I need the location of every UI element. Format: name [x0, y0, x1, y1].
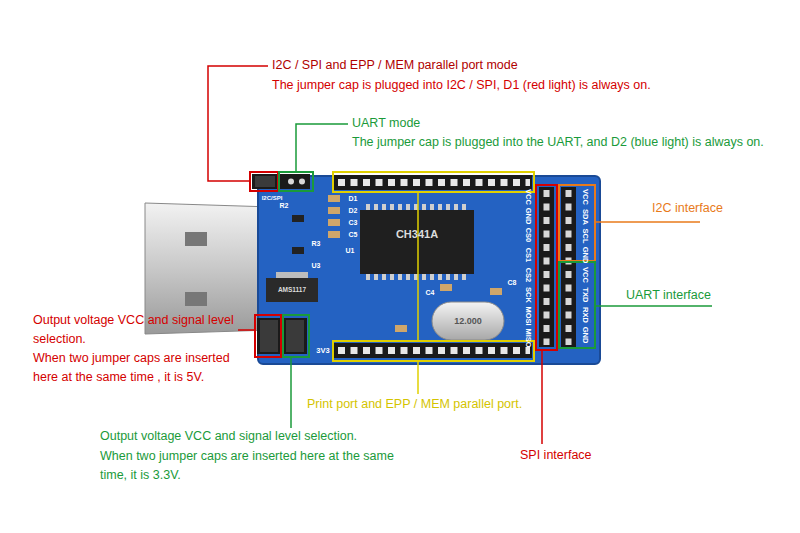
header-pins	[566, 190, 572, 345]
highlight-frame	[559, 262, 595, 348]
pin-name: MOSI	[524, 306, 532, 325]
pin-name: GND	[524, 208, 532, 225]
leader-line	[541, 350, 543, 444]
pin-name: SCK	[524, 287, 532, 303]
ch341a-chip	[360, 210, 474, 274]
pin-header	[334, 175, 532, 190]
pin-name: VCC	[581, 267, 589, 283]
silkscreen-label: D2	[349, 207, 358, 214]
silkscreen-label: D1	[349, 195, 358, 202]
annotation-text: Output voltage VCC and signal level sele…	[33, 311, 245, 350]
pin-header	[561, 187, 576, 347]
annotation-text: Print port and EPP / MEM parallel port.	[307, 395, 522, 414]
jumper-header	[252, 174, 310, 189]
annotation-text: When two jumper caps are inserted here a…	[100, 447, 400, 486]
annotation-text: Output voltage VCC and signal level sele…	[100, 427, 357, 446]
jumper-cap	[260, 320, 278, 352]
pin-name: VCC	[524, 189, 532, 205]
annotation-text: When two jumper caps are inserted here a…	[33, 349, 248, 388]
silkscreen-label: R3	[312, 240, 321, 247]
pin-name: CS0	[524, 228, 532, 243]
highlight-frame	[559, 185, 595, 261]
smd-part	[395, 325, 407, 332]
chip-marking: CH341A	[396, 229, 438, 240]
pin-name: TXD	[581, 288, 589, 303]
regulator-tab	[276, 272, 308, 278]
pin-header	[539, 187, 554, 347]
silkscreen-label: C4	[426, 289, 435, 296]
leader-line	[595, 221, 700, 223]
silkscreen-label: I2C/SPI	[262, 195, 283, 201]
pin-name: CS2	[524, 268, 532, 283]
smd-part	[490, 288, 502, 295]
leader-line	[296, 124, 348, 172]
smd-part	[292, 215, 304, 222]
highlight-frame	[536, 185, 557, 350]
jumper-pin	[288, 179, 294, 185]
silkscreen-label: U1	[346, 247, 355, 254]
smd-part	[328, 231, 340, 238]
smd-part	[328, 207, 340, 214]
pin-header	[334, 343, 532, 358]
highlight-frame	[250, 172, 278, 191]
silkscreen-label: C8	[508, 279, 517, 286]
silkscreen-label: R2	[280, 202, 289, 209]
regulator-chip	[266, 278, 318, 302]
highlight-frame	[283, 315, 309, 357]
smd-part	[292, 247, 304, 254]
pin-name: SDA	[581, 209, 589, 225]
annotation-text: SPI interface	[520, 446, 592, 465]
header-pins	[338, 347, 530, 354]
pin-name: VCC	[581, 189, 589, 205]
smd-part	[328, 195, 340, 202]
pcb-board	[258, 176, 600, 364]
pin-name: CS1	[524, 248, 532, 263]
annotation-text: I2C / SPI and EPP / MEM parallel port mo…	[272, 56, 518, 75]
highlight-frame	[333, 341, 534, 361]
crystal-marking: 12.000	[454, 317, 482, 326]
annotation-text: The jumper cap is plugged into the UART,…	[352, 133, 764, 152]
leader-line	[417, 192, 419, 341]
header-pins	[544, 190, 550, 345]
silkscreen-label: U3	[312, 262, 321, 269]
silkscreen-label: C3	[349, 219, 358, 226]
smd-part	[440, 284, 452, 291]
annotation-text: The jumper cap is plugged into I2C / SPI…	[272, 76, 651, 95]
highlight-frame	[279, 172, 313, 191]
annotation-text: I2C interface	[652, 199, 723, 218]
leader-line	[238, 329, 255, 331]
highlight-frame	[333, 172, 534, 192]
pin-name: SCL	[581, 229, 589, 244]
pin-name: GND	[581, 327, 589, 344]
pin-name: RXD	[581, 307, 589, 323]
annotation-text: UART mode	[352, 114, 420, 133]
leader-line	[290, 357, 292, 428]
chip-marking: AMS1117	[278, 287, 306, 294]
silkscreen-label: 3V3	[316, 347, 329, 355]
pin-name: GND	[581, 247, 589, 264]
leader-line	[417, 361, 419, 394]
jumper-pin	[299, 179, 305, 185]
pin-name: MISO	[524, 328, 532, 347]
jumper-cap	[286, 320, 304, 352]
usb-hole	[185, 292, 207, 306]
crystal	[432, 302, 504, 340]
leader-line	[595, 305, 712, 307]
highlight-frame	[255, 315, 281, 357]
header-pins	[338, 179, 530, 186]
smd-part	[328, 219, 340, 226]
silkscreen-label: C5	[349, 231, 358, 238]
annotation-text: UART interface	[626, 286, 711, 305]
jumper-cap	[255, 176, 275, 187]
leader-line	[208, 66, 268, 181]
usb-hole	[185, 232, 207, 246]
